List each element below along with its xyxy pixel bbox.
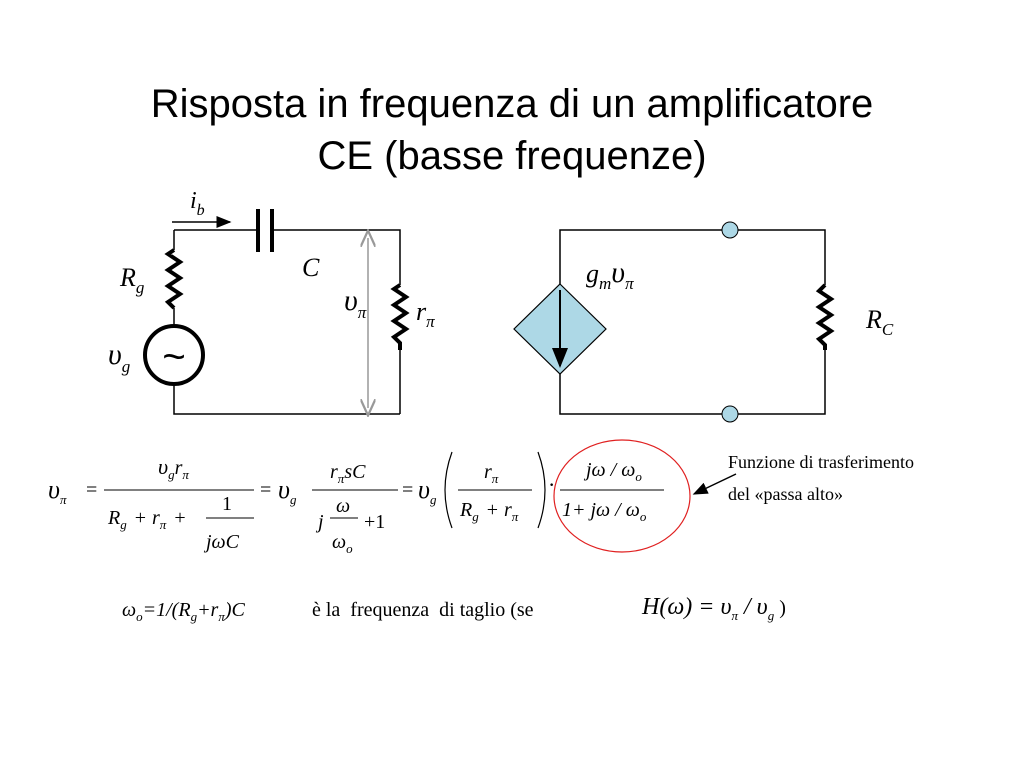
vpi-label: υπ [344,284,367,322]
title-line-2: CE (basse frequenze) [317,134,707,178]
svg-text:Rg+rπ+: Rg+rπ+ [107,507,186,532]
svg-text:υg: υg [278,475,297,507]
vg-label: υg [108,338,130,376]
svg-text:=: = [86,479,97,501]
cutoff-frequency-text: è la frequenza di taglio (se [312,599,534,621]
svg-text:ωo: ωo [332,531,353,556]
source-tilde-icon: ~ [162,335,185,379]
transfer-function-definition: H(ω) = υπ / υg ) [641,594,786,623]
annotation-line-1: Funzione di trasferimento [728,452,914,472]
svg-text:j: j [315,511,324,533]
annotation-line-2: del «passa alto» [728,484,843,504]
svg-text:+1: +1 [364,511,385,533]
resistor-rpi [390,283,410,350]
high-pass-highlight [553,439,691,553]
svg-text:rπsC: rπsC [330,461,366,486]
output-loop-wires [559,229,826,415]
output-terminal-top [721,221,739,239]
svg-text:rπ: rπ [484,461,499,486]
cutoff-frequency-formula: ωo=1/(Rg+rπ)C [122,599,246,624]
output-terminal-bottom [721,405,739,423]
svg-text:=: = [260,479,271,501]
rpi-label: rπ [416,297,435,331]
svg-text:υg: υg [418,475,437,507]
svg-text:1+ jω / ωo: 1+ jω / ωo [562,499,647,524]
svg-text:1: 1 [222,493,232,515]
capacitor-label: C [302,253,320,282]
svg-text:ω: ω [336,495,350,517]
voltage-source [143,324,205,386]
annotation-arrow [692,473,737,495]
svg-text:υπ: υπ [48,475,67,507]
svg-text:·: · [548,472,555,497]
resistor-rg [164,248,184,310]
ib-label: ib [190,188,205,219]
input-loop-wires [173,229,401,415]
transfer-equation: υπ = υgrπ Rg+rπ+ 1 jωC = υg rπsC j ω ωo … [48,451,664,556]
svg-text:jω / ωo: jω / ωo [583,459,642,484]
rc-label: RC [865,305,894,339]
resistor-rc [815,283,835,350]
rg-label: Rg [119,263,144,297]
svg-text:jωC: jωC [203,531,240,553]
svg-text:υgrπ: υgrπ [158,454,189,482]
slide-title: Risposta in frequenza di un amplificator… [0,78,1024,182]
title-line-1: Risposta in frequenza di un amplificator… [150,82,874,126]
svg-text:Rg+rπ: Rg+rπ [459,499,519,524]
gm-vpi-label: gmυπ [586,256,634,293]
svg-text:=: = [402,479,413,501]
capacitor-c [256,209,274,252]
